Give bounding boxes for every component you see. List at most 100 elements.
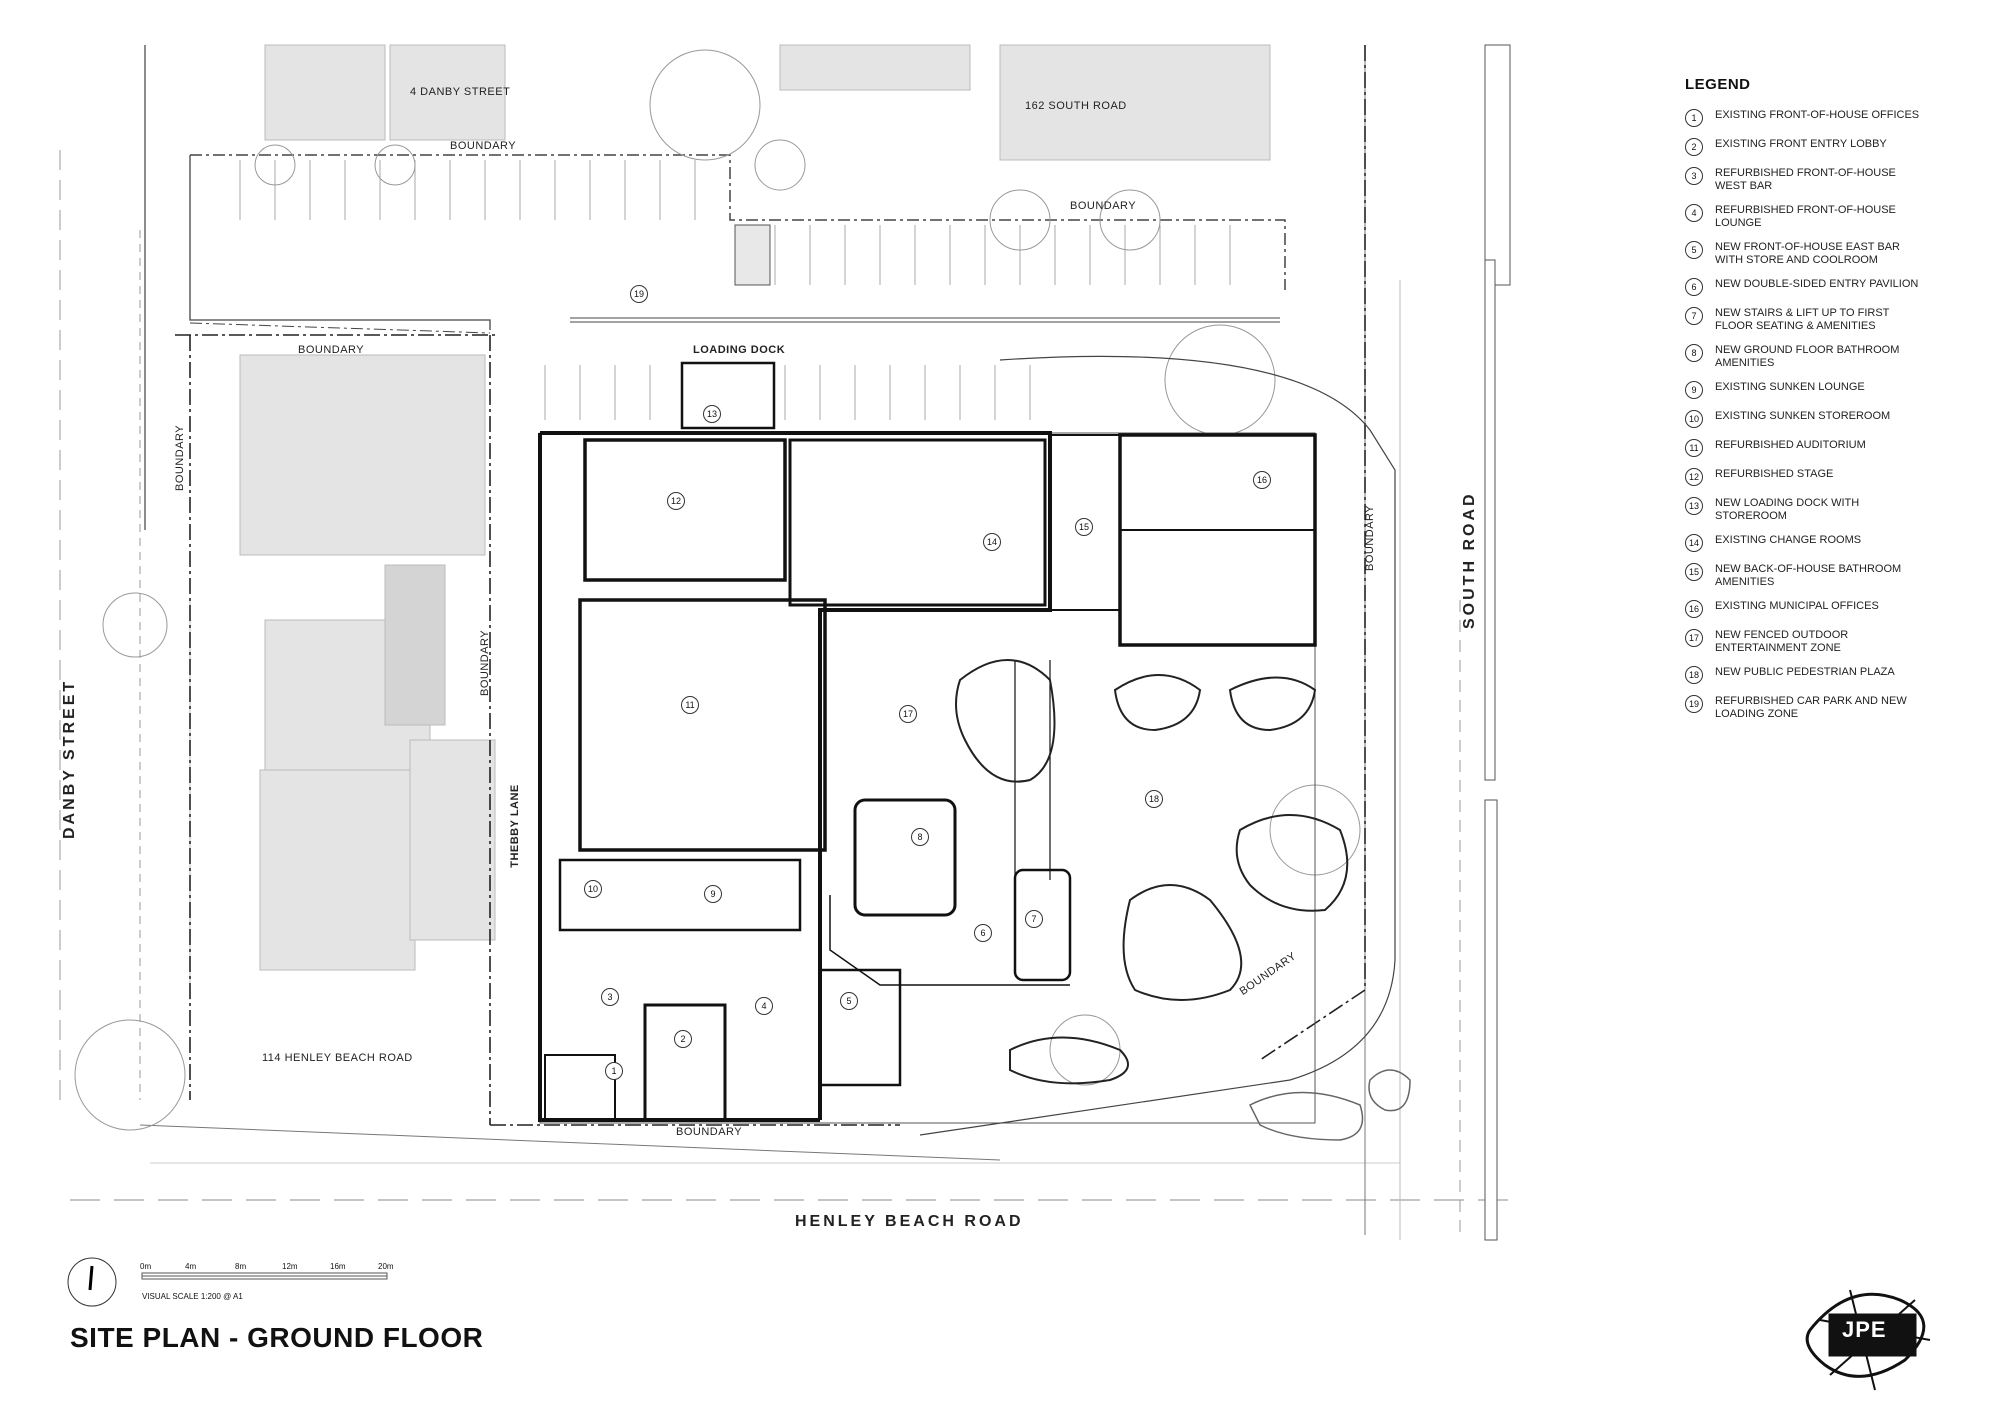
legend-item: 16 EXISTING MUNICIPAL OFFICES [1685,600,1985,618]
legend-item: 8 NEW GROUND FLOOR BATHROOM AMENITIES [1685,344,1985,370]
legend-item: 2 EXISTING FRONT ENTRY LOBBY [1685,138,1985,156]
scale-tick-label: 20m [378,1262,394,1271]
legend-text: REFURBISHED FRONT-OF-HOUSE LOUNGE [1715,204,1896,229]
room-marker-2: 2 [674,1030,692,1048]
legend-text: NEW LOADING DOCK WITH STOREROOM [1715,497,1860,522]
legend-text: REFURBISHED FRONT-OF-HOUSE WEST BAR [1715,167,1896,192]
legend-number: 19 [1685,695,1703,713]
room-marker-10: 10 [584,880,602,898]
plaza-planters [955,659,1411,1141]
legend-text: REFURBISHED AUDITORIUM [1715,439,1866,451]
scale-tick-label: 4m [185,1262,197,1271]
legend-item: 19 REFURBISHED CAR PARK AND NEW LOADING Z… [1685,695,1985,721]
legend-text: NEW BACK-OF-HOUSE BATHROOM AMENITIES [1715,563,1902,588]
legend-item: 5 NEW FRONT-OF-HOUSE EAST BAR WITH STORE … [1685,241,1985,267]
legend-number: 14 [1685,534,1703,552]
logo-ink [1805,1289,1931,1391]
legend-item: 12 REFURBISHED STAGE [1685,468,1985,486]
south-road-label: SOUTH ROAD [1461,491,1478,629]
scale-bar-graphic [67,1257,388,1307]
legend-item: 3 REFURBISHED FRONT-OF-HOUSE WEST BAR [1685,167,1985,193]
legend-number: 17 [1685,629,1703,647]
legend-text: NEW PUBLIC PEDESTRIAN PLAZA [1715,666,1895,678]
henley-beach-road-label: HENLEY BEACH ROAD [795,1213,1024,1230]
room-marker-9: 9 [704,885,722,903]
logo-text: JPE [1842,1317,1887,1342]
boundary-label: BOUNDARY [1364,504,1376,571]
neighbouring-buildings [239,44,1271,971]
legend-number: 1 [1685,109,1703,127]
legend-text: REFURBISHED STAGE [1715,468,1834,480]
legend-number: 15 [1685,563,1703,581]
legend-title: LEGEND [1685,76,1751,93]
legend-item: 1 EXISTING FRONT-OF-HOUSE OFFICES [1685,109,1985,127]
danby-street-road [59,45,191,1100]
scale-tick-label: 0m [140,1262,152,1271]
legend-text: NEW GROUND FLOOR BATHROOM AMENITIES [1715,344,1900,369]
legend-text: EXISTING CHANGE ROOMS [1715,534,1862,546]
loading-dock-label: LOADING DOCK [693,344,786,356]
room-marker-1: 1 [605,1062,623,1080]
legend-text: EXISTING MUNICIPAL OFFICES [1715,600,1879,612]
plaza-edge [919,355,1396,1136]
legend-number: 12 [1685,468,1703,486]
legend-text: NEW STAIRS & LIFT UP TO FIRST FLOOR SEAT… [1715,307,1890,332]
room-marker-19: 19 [630,285,648,303]
boundary-label: BOUNDARY [676,1126,743,1138]
legend-number: 3 [1685,167,1703,185]
legend-item: 4 REFURBISHED FRONT-OF-HOUSE LOUNGE [1685,204,1985,230]
room-marker-8: 8 [911,828,929,846]
boundary-label: BOUNDARY [450,140,517,152]
room-marker-13: 13 [703,405,721,423]
boundary-label: BOUNDARY [479,629,491,696]
legend-text: NEW FRONT-OF-HOUSE EAST BAR WITH STORE A… [1715,241,1900,266]
boundary-label: BOUNDARY [174,424,186,491]
legend-number: 11 [1685,439,1703,457]
legend-text: NEW DOUBLE-SIDED ENTRY PAVILION [1715,278,1919,290]
legend-item: 15 NEW BACK-OF-HOUSE BATHROOM AMENITIES [1685,563,1985,589]
legend-text: EXISTING FRONT ENTRY LOBBY [1715,138,1887,150]
room-marker-18: 18 [1145,790,1163,808]
room-marker-12: 12 [667,492,685,510]
legend-number: 8 [1685,344,1703,362]
scale-tick-label: 8m [235,1262,247,1271]
room-marker-4: 4 [755,997,773,1015]
room-marker-6: 6 [974,924,992,942]
legend-text: EXISTING FRONT-OF-HOUSE OFFICES [1715,109,1920,121]
legend-text: NEW FENCED OUTDOOR ENTERTAINMENT ZONE [1715,629,1849,654]
legend-number: 18 [1685,666,1703,684]
room-marker-15: 15 [1075,518,1093,536]
legend-number: 2 [1685,138,1703,156]
room-marker-3: 3 [601,988,619,1006]
legend-item: 11 REFURBISHED AUDITORIUM [1685,439,1985,457]
legend-item: 13 NEW LOADING DOCK WITH STOREROOM [1685,497,1985,523]
legend-number: 13 [1685,497,1703,515]
legend-number: 4 [1685,204,1703,222]
legend-text: REFURBISHED CAR PARK AND NEW LOADING ZON… [1715,695,1907,720]
legend-item: 17 NEW FENCED OUTDOOR ENTERTAINMENT ZONE [1685,629,1985,655]
boundary-label: BOUNDARY [1070,200,1137,212]
danby-street-label: DANBY STREET [61,678,78,839]
main-building [538,361,1317,1124]
legend-number: 7 [1685,307,1703,325]
henley-beach-road [70,1124,1520,1201]
scale-tick-label: 16m [330,1262,346,1271]
legend-item: 14 EXISTING CHANGE ROOMS [1685,534,1985,552]
legend-text: EXISTING SUNKEN STOREROOM [1715,410,1891,422]
address-162-south: 162 SOUTH ROAD [1025,100,1127,112]
legend-number: 16 [1685,600,1703,618]
legend-item: 18 NEW PUBLIC PEDESTRIAN PLAZA [1685,666,1985,684]
scale-caption: VISUAL SCALE 1:200 @ A1 [142,1292,243,1301]
legend-text: EXISTING SUNKEN LOUNGE [1715,381,1865,393]
south-road [1364,44,1511,1241]
legend-item: 7 NEW STAIRS & LIFT UP TO FIRST FLOOR SEA… [1685,307,1985,333]
legend-number: 5 [1685,241,1703,259]
page-title: SITE PLAN - GROUND FLOOR [70,1322,484,1353]
site-boundary [175,45,1366,1126]
room-marker-7: 7 [1025,910,1043,928]
